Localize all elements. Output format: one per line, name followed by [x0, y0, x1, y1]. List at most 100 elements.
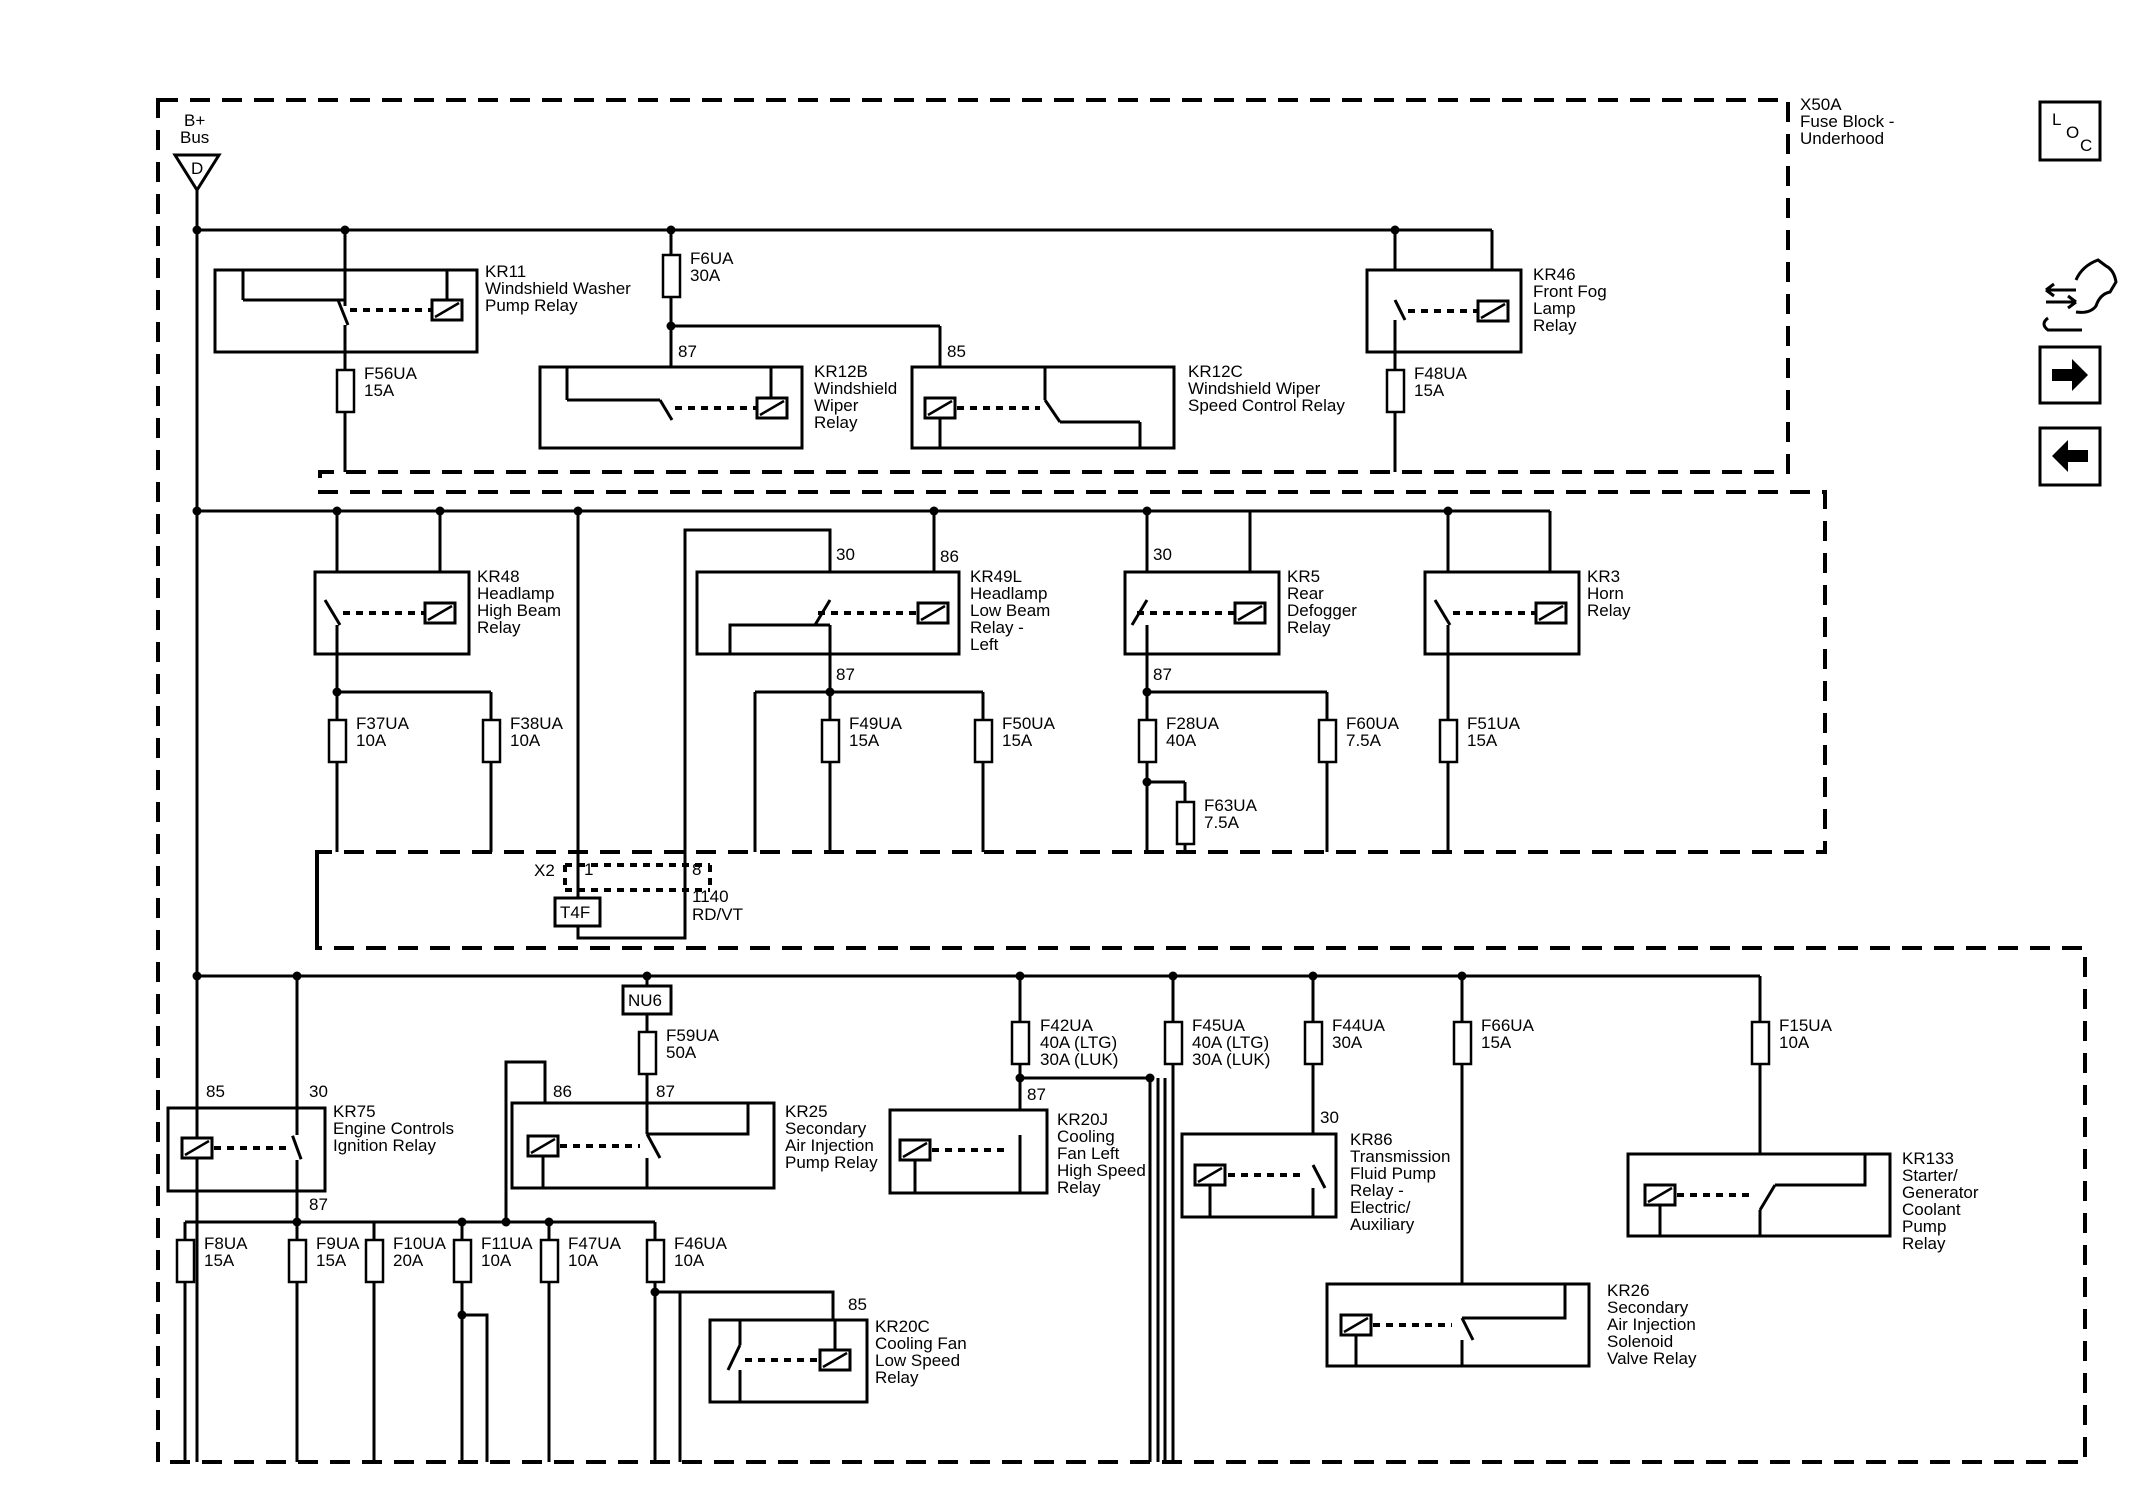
- loc-letter-o: O: [2066, 123, 2079, 142]
- circuit-number: 1140: [692, 887, 729, 906]
- kr3-name-2: Relay: [1587, 601, 1631, 620]
- f37ua-rating: 10A: [356, 731, 387, 750]
- kr20j-name-3: High Speed: [1057, 1161, 1146, 1180]
- pin-kr86-30: 30: [1320, 1108, 1339, 1127]
- kr3-ref: KR3: [1587, 567, 1620, 586]
- pin-kr5-30: 30: [1153, 545, 1172, 564]
- f42ua-rating-2: 30A (LUK): [1040, 1050, 1118, 1069]
- kr26-ref: KR26: [1607, 1281, 1650, 1300]
- kr25-ref: KR25: [785, 1102, 828, 1121]
- pin-kr49l-86: 86: [940, 547, 959, 566]
- kr46-name-3: Relay: [1533, 316, 1577, 335]
- pin-kr25-86: 86: [553, 1082, 572, 1101]
- f10ua-rating: 20A: [393, 1251, 424, 1270]
- kr12c-name-2: Speed Control Relay: [1188, 396, 1345, 415]
- arrow-right-icon: [2052, 359, 2088, 391]
- location-button[interactable]: L O C: [2038, 100, 2102, 162]
- f8ua-ref: F8UA: [204, 1234, 248, 1253]
- f56ua-rating: 15A: [364, 381, 395, 400]
- f6ua-ref: F6UA: [690, 249, 734, 268]
- f47ua-rating: 10A: [568, 1251, 599, 1270]
- pin-kr5-87: 87: [1153, 665, 1172, 684]
- kr49l-name: Headlamp: [970, 584, 1048, 603]
- kr20j-name: Cooling: [1057, 1127, 1115, 1146]
- kr49l-name-2: Low Beam: [970, 601, 1050, 620]
- f15ua-ref: F15UA: [1779, 1016, 1833, 1035]
- f66ua-rating: 15A: [1481, 1033, 1512, 1052]
- f48ua-rating: 15A: [1414, 381, 1445, 400]
- kr5-ref: KR5: [1287, 567, 1320, 586]
- circuit-color: RD/VT: [692, 905, 743, 924]
- pin-labels: 87 85 30 86 87 30 87 85 30 87 86 87 87 3…: [206, 342, 1339, 1314]
- kr12b-name: Windshield: [814, 379, 897, 398]
- x2-pin-1: 1: [584, 860, 593, 879]
- kr75-ref: KR75: [333, 1102, 376, 1121]
- kr3-name: Horn: [1587, 584, 1624, 603]
- f51ua-ref: F51UA: [1467, 714, 1521, 733]
- kr133-name-5: Relay: [1902, 1234, 1946, 1253]
- kr133-ref: KR133: [1902, 1149, 1954, 1168]
- f48ua-ref: F48UA: [1414, 364, 1468, 383]
- kr75-name-2: Ignition Relay: [333, 1136, 437, 1155]
- fuse-block-ref: X50A: [1800, 95, 1842, 114]
- f59ua-ref: F59UA: [666, 1026, 720, 1045]
- f47ua-ref: F47UA: [568, 1234, 622, 1253]
- relay-kr49l: [695, 570, 961, 656]
- pin-kr20c-85: 85: [848, 1295, 867, 1314]
- kr86-name-2: Fluid Pump: [1350, 1164, 1436, 1183]
- pin-kr49l-87: 87: [836, 665, 855, 684]
- f66ua-ref: F66UA: [1481, 1016, 1535, 1035]
- f50ua-rating: 15A: [1002, 731, 1033, 750]
- f63ua-rating: 7.5A: [1204, 813, 1240, 832]
- f8ua-rating: 15A: [204, 1251, 235, 1270]
- kr5-name: Rear: [1287, 584, 1324, 603]
- pin-kr75-87: 87: [309, 1195, 328, 1214]
- section-top: [192, 225, 1523, 472]
- kr20c-name: Cooling Fan: [875, 1334, 967, 1353]
- kr46-name: Front Fog: [1533, 282, 1607, 301]
- kr86-name: Transmission: [1350, 1147, 1450, 1166]
- kr75-name: Engine Controls: [333, 1119, 454, 1138]
- kr20j-name-2: Fan Left: [1057, 1144, 1120, 1163]
- f49ua-rating: 15A: [849, 731, 880, 750]
- pin-kr49l-30: 30: [836, 545, 855, 564]
- kr26-name-2: Air Injection: [1607, 1315, 1696, 1334]
- f45ua-rating: 40A (LTG): [1192, 1033, 1269, 1052]
- f46ua-ref: F46UA: [674, 1234, 728, 1253]
- kr25-name-2: Air Injection: [785, 1136, 874, 1155]
- f28ua-rating: 40A: [1166, 731, 1197, 750]
- next-page-button[interactable]: [2038, 345, 2102, 405]
- kr5-name-2: Defogger: [1287, 601, 1357, 620]
- f44ua-rating: 30A: [1332, 1033, 1363, 1052]
- kr12b-name-2: Wiper: [814, 396, 859, 415]
- f60ua-rating: 7.5A: [1346, 731, 1382, 750]
- fuse-block-boundary: [156, 98, 2087, 1464]
- f38ua-rating: 10A: [510, 731, 541, 750]
- f38ua-ref: F38UA: [510, 714, 564, 733]
- f42ua-rating: 40A (LTG): [1040, 1033, 1117, 1052]
- f44ua-ref: F44UA: [1332, 1016, 1386, 1035]
- kr48-ref: KR48: [477, 567, 520, 586]
- kr26-name-4: Valve Relay: [1607, 1349, 1697, 1368]
- f45ua-rating-2: 30A (LUK): [1192, 1050, 1270, 1069]
- kr48-name-3: Relay: [477, 618, 521, 637]
- source-label-bus: Bus: [180, 128, 209, 147]
- relay-labels: KR11 Windshield Washer Pump Relay KR12B …: [333, 262, 1979, 1387]
- splice-t4f: [553, 896, 602, 928]
- pin-kr75-30: 30: [309, 1082, 328, 1101]
- x2-pin-8: 8: [692, 860, 701, 879]
- fuse-block-name-2: Underhood: [1800, 129, 1884, 148]
- kr86-name-5: Auxiliary: [1350, 1215, 1415, 1234]
- connector-tool-icon[interactable]: [2042, 258, 2118, 332]
- fuse-labels: F6UA 30A F56UA 15A F48UA 15A F37UA 10A F…: [204, 249, 1833, 1270]
- section-bottom: NU6: [166, 971, 1892, 1462]
- loc-letter-l: L: [2052, 110, 2061, 129]
- previous-page-button[interactable]: [2038, 426, 2102, 487]
- kr86-ref: KR86: [1350, 1130, 1393, 1149]
- kr5-name-3: Relay: [1287, 618, 1331, 637]
- kr86-name-3: Relay -: [1350, 1181, 1404, 1200]
- f50ua-ref: F50UA: [1002, 714, 1056, 733]
- f6ua-rating: 30A: [690, 266, 721, 285]
- kr48-name-2: High Beam: [477, 601, 561, 620]
